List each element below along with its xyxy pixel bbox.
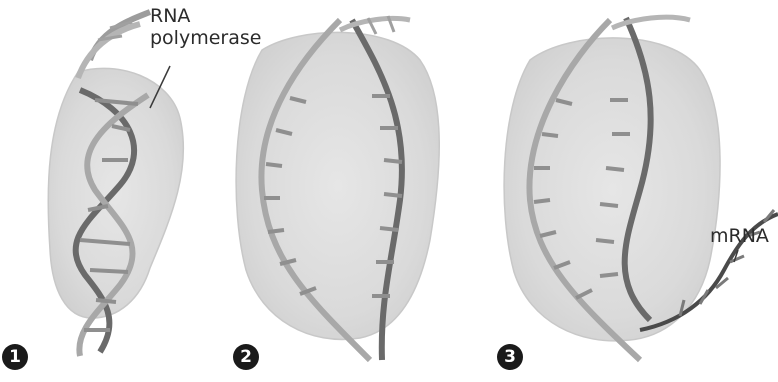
rna-polymerase-label-line1: RNA xyxy=(150,6,190,27)
panel-3 xyxy=(504,17,778,360)
mrna-label: mRNA xyxy=(710,226,769,247)
rna-polymerase-enzyme-2 xyxy=(236,32,439,339)
panel-1 xyxy=(48,12,183,356)
rna-polymerase-enzyme-3 xyxy=(504,38,720,341)
rna-polymerase-label-line2: polymerase xyxy=(150,28,261,49)
step-2-marker: 2 xyxy=(233,344,259,370)
dna-strand-top-2 xyxy=(340,18,410,30)
step-3-marker: 3 xyxy=(497,344,523,370)
panel-2 xyxy=(236,16,439,360)
dna-strand-top-3 xyxy=(612,17,690,28)
step-1-marker: 1 xyxy=(2,344,28,370)
